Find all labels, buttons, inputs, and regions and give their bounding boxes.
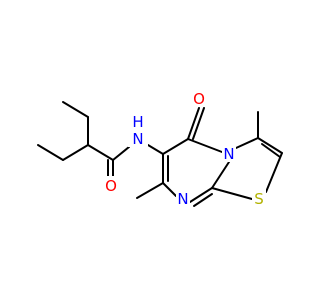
molecule-structure: N H O O N N S xyxy=(37,89,283,208)
amide-n-symbol: N xyxy=(132,130,143,148)
bond-c8a-n4 xyxy=(211,161,230,189)
bond-c3-c2-double xyxy=(261,143,281,158)
bond-ethyl1-ch3-ch2 xyxy=(62,101,89,118)
bond-c5-o-1 xyxy=(187,107,200,140)
bond-c5-n4 xyxy=(187,138,223,153)
ring-o-bg xyxy=(192,89,206,107)
bond-c5-o-2 xyxy=(192,107,205,140)
bond-n4-c3 xyxy=(235,137,259,149)
bond-carbonyl-c-nh xyxy=(112,146,130,161)
bond-c3-c2 xyxy=(257,137,283,154)
bond-c7-methyl xyxy=(136,182,164,199)
bond-ethyl2-ch2-ch3 xyxy=(37,144,64,161)
amide-nitrogen-label: N xyxy=(132,130,143,148)
pyrimidine-n-bg xyxy=(176,189,190,207)
ring-carbonyl-oxygen-label: O xyxy=(193,90,205,108)
amide-oxygen-label: O xyxy=(105,177,117,195)
bond-layer xyxy=(37,101,283,207)
bond-ring-c6-c5 xyxy=(162,138,189,155)
bond-nh-ring-c xyxy=(147,144,164,155)
bond-c7-n8 xyxy=(162,182,177,197)
bond-n8-c8a-double xyxy=(193,193,213,207)
bond-n8-c8a xyxy=(189,187,213,203)
amide-hydrogen-label: H xyxy=(132,113,143,131)
amide-o-bg xyxy=(104,176,118,194)
bond-ch-carbonyl-c xyxy=(87,144,114,161)
bridge-n-bg xyxy=(222,144,236,162)
bond-c8a-s xyxy=(211,187,253,200)
bond-c2-s xyxy=(265,152,283,193)
thiazole-s-bg xyxy=(252,189,266,207)
bond-ch-ethyl2-ch2 xyxy=(62,144,89,161)
amide-n-bg xyxy=(128,129,148,147)
pyrimidine-nitrogen-label: N xyxy=(177,190,188,208)
bridgehead-nitrogen-label: N xyxy=(223,145,234,163)
atom-label-layer: N H O O N N S xyxy=(104,89,266,208)
thiazole-sulfur-label: S xyxy=(254,190,264,208)
